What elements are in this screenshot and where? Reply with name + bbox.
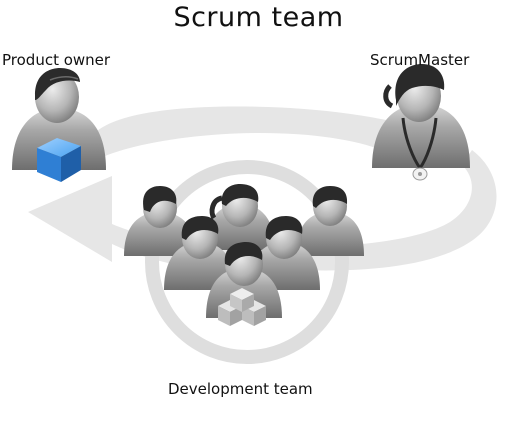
dev-member <box>124 186 196 256</box>
dev-team-ring <box>145 160 349 364</box>
blocks-icon <box>218 288 266 326</box>
development-team-label: Development team <box>168 380 313 398</box>
scrum-master-figure <box>372 64 470 181</box>
arrow-head <box>28 176 112 262</box>
cube-icon <box>37 138 81 182</box>
dev-member <box>205 184 275 250</box>
dev-member <box>164 216 236 290</box>
dev-member <box>296 186 364 256</box>
product-owner-figure <box>12 68 106 182</box>
diagram-title: Scrum team <box>173 2 344 33</box>
scrum-master-label: ScrumMaster <box>370 51 470 69</box>
whistle-icon <box>412 167 428 181</box>
product-owner-label: Product owner <box>2 51 111 69</box>
development-team-figures <box>124 184 364 326</box>
